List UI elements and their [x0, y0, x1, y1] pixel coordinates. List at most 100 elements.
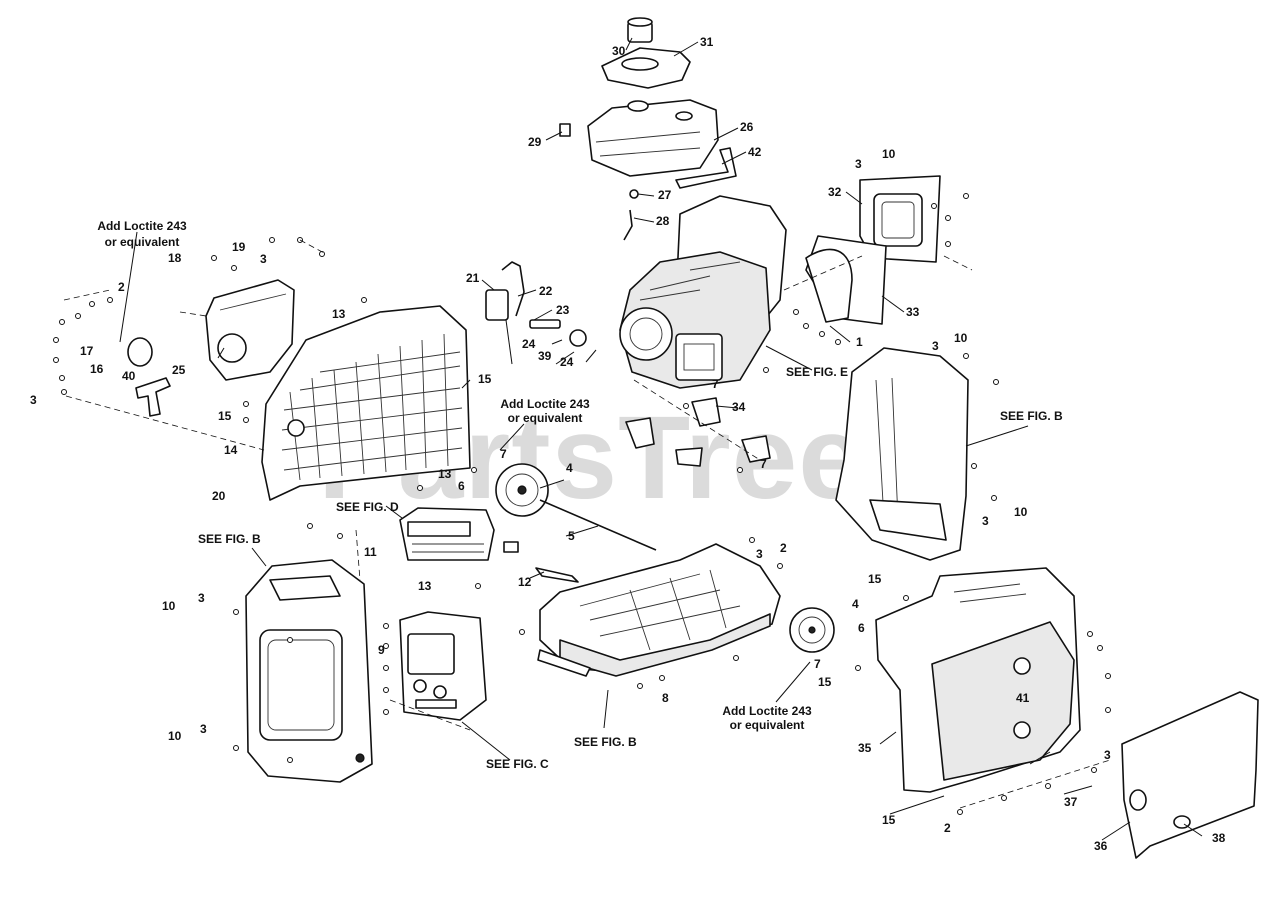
note-loctite-1-line1: Add Loctite 243	[97, 219, 187, 233]
muffler-cover	[859, 175, 941, 263]
callout-number: 23	[556, 303, 570, 317]
callout-number: 8	[662, 691, 669, 705]
callout-number: 10	[882, 147, 896, 161]
callout-number: 4	[852, 597, 859, 611]
callout-number: 38	[1212, 831, 1226, 845]
callout-number: 34	[732, 400, 746, 414]
callout-number: 2	[118, 280, 125, 294]
callout-number: 7	[760, 457, 767, 471]
callout-number: 3	[200, 722, 207, 736]
note-loctite-3-line2: or equivalent	[730, 718, 805, 732]
leader-lines	[119, 37, 1203, 841]
note-see-fig-c: SEE FIG. C	[486, 757, 549, 771]
wheel-right	[789, 607, 835, 653]
callout-number: 19	[232, 240, 246, 254]
callout-number: 3	[982, 514, 989, 528]
callout-number: 3	[756, 547, 763, 561]
callout-number: 3	[198, 591, 205, 605]
callout-number: 21	[466, 271, 480, 285]
callout-number: 31	[700, 35, 714, 49]
fuel-tank	[587, 99, 719, 177]
note-loctite-3-line1: Add Loctite 243	[722, 704, 812, 718]
callout-number: 10	[1014, 505, 1028, 519]
callout-number: 16	[90, 362, 104, 376]
callout-number: 20	[212, 489, 226, 503]
callout-number: 4	[566, 461, 573, 475]
note-see-fig-d: SEE FIG. D	[336, 500, 399, 514]
note-see-fig-b-base: SEE FIG. B	[574, 735, 637, 749]
muffler-shield	[805, 235, 887, 325]
tank-bracket	[675, 147, 737, 189]
callout-number: 33	[906, 305, 920, 319]
callout-number: 40	[122, 369, 136, 383]
callout-number: 15	[818, 675, 832, 689]
callout-labels: 30 31 29 26 42 27 28 21 22 23 24 39 24 3…	[30, 35, 1226, 853]
callout-number: 7	[500, 447, 507, 461]
rear-panel	[835, 347, 969, 561]
callout-number: 27	[658, 188, 672, 202]
tank-clip	[559, 123, 571, 137]
ground-strap	[535, 567, 579, 583]
callout-number: 13	[418, 579, 432, 593]
tank-top-cover	[601, 47, 691, 89]
callout-number: 3	[1104, 748, 1111, 762]
choke-knob	[127, 337, 153, 367]
callout-number: 6	[458, 479, 465, 493]
callout-number: 24	[560, 355, 574, 369]
callout-number: 18	[168, 251, 182, 265]
note-loctite-1-line2: or equivalent	[105, 235, 180, 249]
callout-number: 13	[332, 307, 346, 321]
callout-number: 15	[478, 372, 492, 386]
callout-number: 7	[814, 657, 821, 671]
hose-clamp	[629, 189, 639, 199]
front-panel	[245, 559, 373, 783]
callout-number: 3	[260, 252, 267, 266]
callout-number: 36	[1094, 839, 1108, 853]
callout-number: 15	[868, 572, 882, 586]
callout-number: 10	[162, 599, 176, 613]
callout-number: 41	[1016, 691, 1030, 705]
callout-number: 12	[518, 575, 532, 589]
access-door	[1121, 691, 1259, 859]
hardware-screws	[53, 193, 1111, 815]
left-side-panel	[261, 305, 471, 501]
base-frame	[537, 543, 781, 677]
engine-assembly	[619, 195, 787, 389]
note-see-fig-b-rear: SEE FIG. B	[1000, 409, 1063, 423]
callout-number: 1	[856, 335, 863, 349]
callout-number: 28	[656, 214, 670, 228]
callout-number: 42	[748, 145, 762, 159]
callout-number: 35	[858, 741, 872, 755]
note-see-fig-e: SEE FIG. E	[786, 365, 848, 379]
fuel-cap	[627, 17, 653, 43]
callout-number: 9	[378, 643, 385, 657]
callout-number: 29	[528, 135, 542, 149]
callout-number: 15	[882, 813, 896, 827]
note-see-fig-b-front: SEE FIG. B	[198, 532, 261, 546]
callout-number: 5	[568, 529, 575, 543]
right-side-panel	[875, 567, 1081, 793]
callout-number: 26	[740, 120, 754, 134]
callout-number: 2	[780, 541, 787, 555]
callout-number: 2	[944, 821, 951, 835]
callout-number: 10	[954, 331, 968, 345]
callout-number: 37	[1064, 795, 1078, 809]
callout-number: 3	[30, 393, 37, 407]
inverter-module	[399, 507, 519, 561]
engine-brackets	[625, 397, 771, 467]
note-loctite-2-line1: Add Loctite 243	[500, 397, 590, 411]
callout-number: 3	[932, 339, 939, 353]
wheel-left	[495, 463, 549, 517]
callout-number: 32	[828, 185, 842, 199]
throttle-linkage	[485, 261, 587, 365]
assembly-lines	[63, 239, 1111, 809]
t-handle	[135, 377, 171, 417]
callout-number: 22	[539, 284, 553, 298]
fuel-hose	[623, 209, 633, 241]
callout-number: 3	[855, 157, 862, 171]
control-panel	[399, 611, 487, 721]
callout-number: 24	[522, 337, 536, 351]
callout-number: 14	[224, 443, 238, 457]
